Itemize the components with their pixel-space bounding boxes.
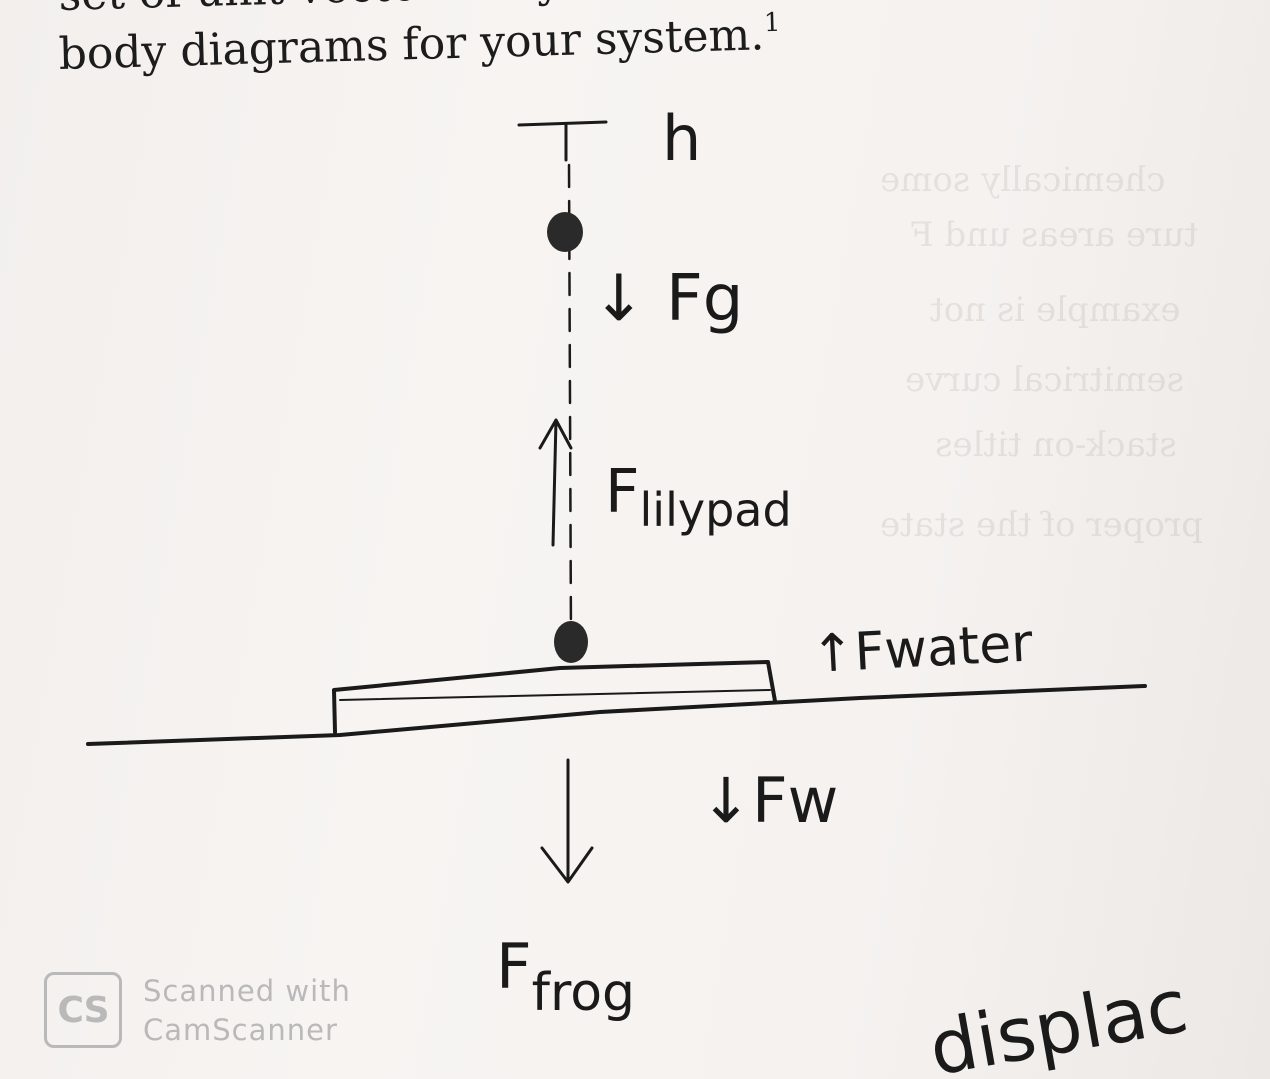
watermark-line-2: CamScanner [143, 1013, 338, 1047]
water-up-force-label: ↑Fwater [810, 613, 1035, 685]
lilypad-force-prefix: F [605, 457, 640, 527]
scanner-watermark: Scanned with CamScanner [143, 972, 351, 1050]
height-label: h [662, 102, 701, 175]
lilypad-shape [332, 660, 777, 734]
lilypad-force-subscript: lilypad [640, 483, 792, 537]
bottom-right-scrawl: displac [923, 963, 1194, 1079]
gravity-force-label: ↓ Fg [592, 262, 743, 336]
water-down-force-label: ↓Fw [700, 764, 838, 837]
frog-force-arrow [540, 758, 594, 884]
camscanner-logo: CS [44, 972, 122, 1048]
frog-force-subscript: frog [532, 963, 635, 1023]
height-reference-mark [517, 120, 608, 127]
lilypad-bottom-edge [339, 689, 771, 701]
water-surface-line [86, 684, 1147, 746]
watermark-line-1: Scanned with [143, 974, 351, 1008]
frog-falling-dot [547, 212, 583, 252]
frog-force-label: Ffrog [496, 930, 635, 1023]
lilypad-force-label: Flilypad [605, 457, 792, 537]
lilypad-force-arrow [538, 418, 573, 547]
frog-on-lilypad-dot [554, 621, 588, 663]
frog-force-prefix: F [496, 930, 532, 1003]
